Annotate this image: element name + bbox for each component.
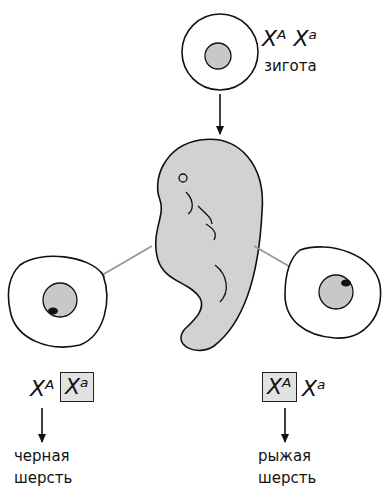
- allele-text: Xᴬ: [267, 374, 292, 399]
- allele-label: Xᴬ: [30, 376, 55, 401]
- phenotype-label: черная шерсть: [14, 446, 96, 490]
- embryo-detail: [186, 192, 215, 240]
- embryo-limb: [215, 265, 226, 302]
- zygote-cell: [182, 14, 258, 90]
- nucleus: [319, 275, 353, 309]
- allele-box: Xᵃ: [60, 372, 94, 402]
- cell: [285, 247, 381, 338]
- nucleus: [205, 43, 231, 69]
- genotype-label: Xᴬ Xᵃ: [262, 26, 317, 51]
- allele-label: Xᵃ: [302, 376, 326, 401]
- arrow: [97, 246, 152, 278]
- phenotype-label: рыжая шерсть: [258, 446, 340, 490]
- arrow: [41, 408, 43, 442]
- arrow: [219, 94, 221, 134]
- arrow: [284, 408, 286, 442]
- allele-text: Xᵃ: [65, 374, 89, 399]
- barr-body: [341, 280, 351, 287]
- nucleus: [43, 283, 77, 317]
- stage-label: зигота: [264, 58, 317, 75]
- embryo-eye: [179, 174, 187, 182]
- embryo: [156, 139, 263, 350]
- allele-box: Xᴬ: [262, 372, 297, 402]
- cell: [8, 256, 106, 347]
- barr-body: [48, 308, 58, 315]
